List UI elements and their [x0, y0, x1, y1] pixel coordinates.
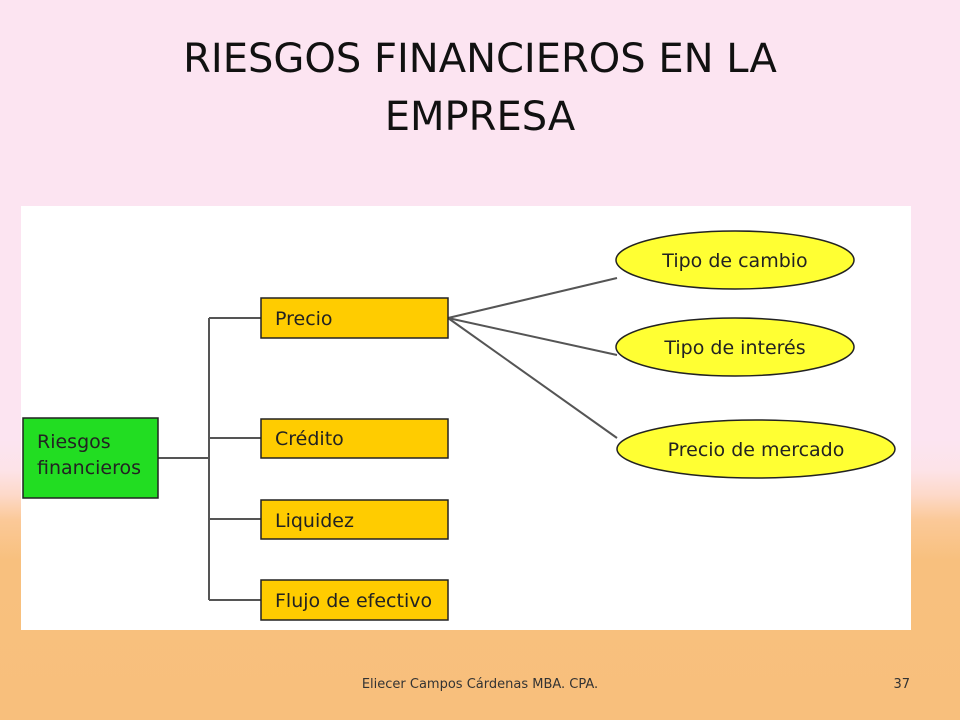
- category-node-label: Liquidez: [275, 510, 354, 532]
- slide-title: RIESGOS FINANCIEROS EN LA EMPRESA: [0, 30, 960, 146]
- subtype-node-precio-de-mercado: Precio de mercado: [616, 419, 896, 479]
- risk-tree-diagram: Riesgos financieros Precio Crédito Liqui…: [22, 230, 896, 621]
- root-node-label-line-2: financieros: [37, 457, 141, 479]
- category-node-flujo-de-efectivo: Flujo de efectivo: [260, 579, 449, 621]
- subtype-node-tipo-de-cambio: Tipo de cambio: [615, 230, 855, 290]
- footer-page-number: 37: [893, 677, 910, 692]
- category-node-liquidez: Liquidez: [260, 499, 449, 540]
- category-node-label: Flujo de efectivo: [275, 590, 432, 612]
- category-node-label: Crédito: [275, 428, 344, 450]
- footer-author: Eliecer Campos Cárdenas MBA. CPA.: [361, 677, 599, 692]
- connector-precio-tipo-cambio: [447, 277, 618, 319]
- subtype-node-label: Precio de mercado: [668, 439, 845, 461]
- category-node-credito: Crédito: [260, 418, 449, 459]
- diagram-panel: Riesgos financieros Precio Crédito Liqui…: [21, 206, 911, 630]
- subtype-node-label: Tipo de interés: [663, 337, 805, 359]
- category-node-precio: Precio: [260, 297, 449, 339]
- connector-precio-precio-mercado: [447, 317, 618, 439]
- subtype-node-label: Tipo de cambio: [661, 250, 807, 272]
- root-node-label-line-1: Riesgos: [37, 431, 111, 453]
- slide-title-line-2: EMPRESA: [384, 94, 576, 140]
- connector-precio-tipo-interes: [447, 317, 618, 356]
- root-node-riesgos-financieros: Riesgos financieros: [22, 417, 159, 499]
- subtype-node-tipo-de-interes: Tipo de interés: [615, 317, 855, 377]
- slide-title-line-1: RIESGOS FINANCIEROS EN LA: [183, 36, 777, 82]
- category-node-label: Precio: [275, 308, 333, 330]
